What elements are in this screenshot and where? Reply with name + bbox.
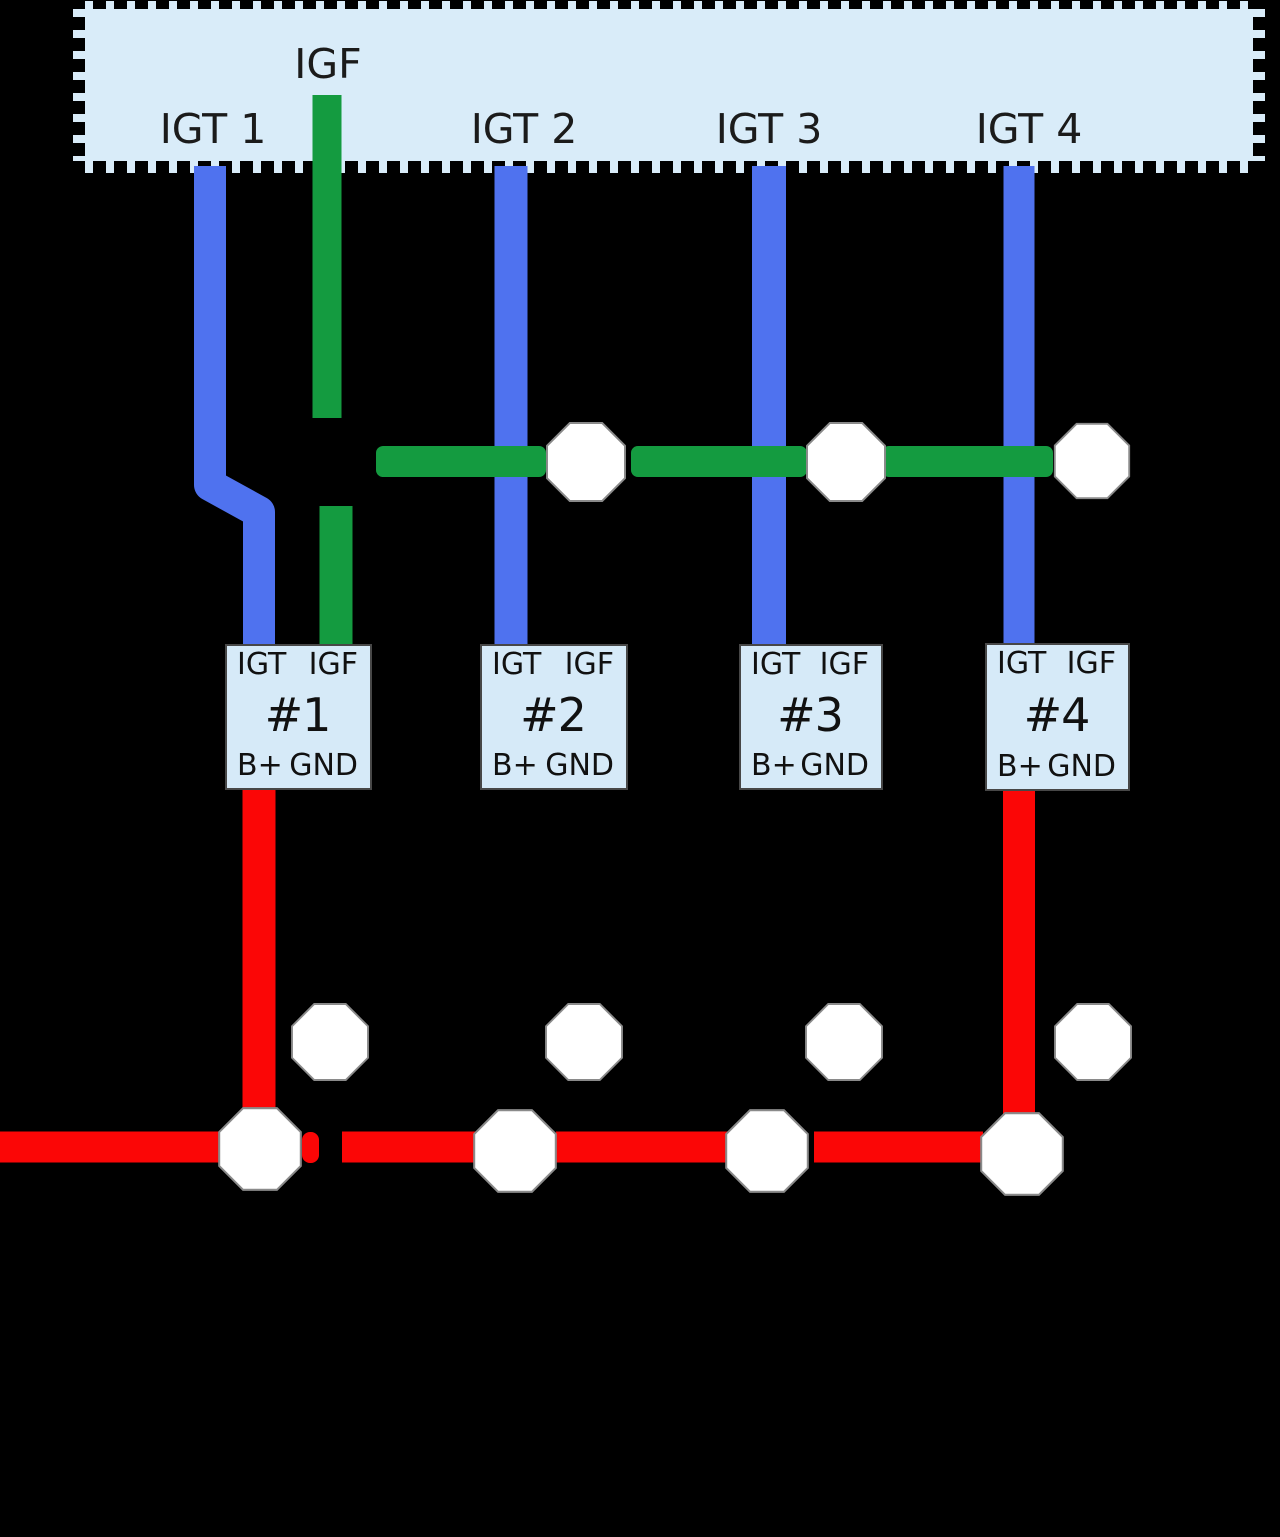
coil4-igt-terminal-label: IGT [997,646,1047,681]
coil3-gnd-terminal-label: GND [800,748,869,783]
band-serrated-edge-right [1253,9,1265,161]
coil3-igf-terminal-label: IGF [819,647,869,682]
ecu-connector-band: IGF IGT 1 IGT 2 IGT 3 IGT 4 [73,1,1265,173]
igf-splice-octagon-3 [1053,422,1131,500]
band-serrated-edge-left [73,9,85,161]
coil1-igt-terminal-label: IGT [237,647,287,682]
power-bus-octagon-2 [473,1109,557,1193]
coil2-bplus-terminal-label: B+ [492,748,538,783]
power-splice-octagon-upper-1 [291,1003,369,1081]
band-serrated-edge-top [85,1,1253,10]
igf-daisy-chain-segment-2 [631,446,807,477]
coil1-number: #1 [264,688,332,742]
igt4-pin-label: IGT 4 [975,105,1083,153]
igt2-pin-label: IGT 2 [470,105,578,153]
coil-box-2: IGT IGF #2 B+ GND [480,644,628,790]
power-bus-octagon-4 [980,1112,1064,1196]
power-bus-octagon-1 [218,1107,302,1191]
band-serrated-edge-bottom [85,161,1253,173]
power-splice-octagon-upper-2 [545,1003,623,1081]
coil3-igt-terminal-label: IGT [751,647,801,682]
igf-splice-octagon-1 [546,422,626,502]
coil1-bplus-terminal-label: B+ [237,748,283,783]
igf-splice-octagon-2 [806,422,886,502]
igt1-pin-label: IGT 1 [159,105,267,153]
igf-pin-label: IGF [294,40,362,88]
coil-box-3: IGT IGF #3 B+ GND [739,644,883,790]
coil-box-4: IGT IGF #4 B+ GND [985,643,1130,791]
coil2-igt-terminal-label: IGT [492,647,542,682]
coil4-number: #4 [1023,688,1091,742]
coil3-bplus-terminal-label: B+ [751,748,797,783]
coil2-gnd-terminal-label: GND [545,748,614,783]
igt1-wire [194,166,275,646]
power-bus-stub [302,1132,319,1163]
igf-daisy-chain-segment-3 [882,446,1053,477]
power-splice-octagon-upper-3 [805,1003,883,1081]
coil1-igf-terminal-label: IGF [308,647,358,682]
igt3-pin-label: IGT 3 [715,105,823,153]
power-splice-octagon-upper-4 [1054,1003,1132,1081]
coil4-igf-terminal-label: IGF [1066,646,1116,681]
coil2-number: #2 [520,688,587,742]
coil4-gnd-terminal-label: GND [1047,749,1116,784]
coil2-igf-terminal-label: IGF [564,647,614,682]
coil-box-1: IGT IGF #1 B+ GND [225,644,372,790]
coil3-number: #3 [777,688,844,742]
coil1-gnd-terminal-label: GND [289,748,358,783]
power-bus-octagon-3 [725,1109,809,1193]
coil4-bplus-terminal-label: B+ [997,749,1043,784]
band-body [85,9,1253,161]
igf-daisy-chain-segment-1 [376,446,546,477]
